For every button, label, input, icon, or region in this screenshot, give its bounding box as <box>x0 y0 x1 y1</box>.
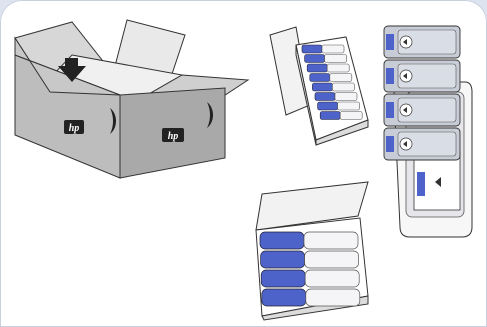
shipping-box-illustration: hp hp <box>10 10 250 180</box>
cartridge-wide-1 <box>260 232 358 249</box>
printhead-tray <box>380 22 475 242</box>
cartridge-tall-8 <box>320 112 362 120</box>
tray-cartridge-4 <box>384 128 460 160</box>
cartridge-tall-1 <box>302 45 344 53</box>
cartridge-tall-5 <box>312 83 354 91</box>
tray-cartridge-2 <box>384 60 460 92</box>
cartridge-tall-7 <box>318 102 360 110</box>
cartridge-wide-4 <box>262 289 360 306</box>
printhead-box-tall <box>268 25 373 145</box>
hp-logo-left-text: hp <box>69 123 80 134</box>
hp-logo-right: hp <box>162 128 184 142</box>
tray-cartridge-1 <box>384 26 460 58</box>
tray-cartridge-3 <box>384 94 460 126</box>
cartridge-tall-6 <box>315 93 357 101</box>
cartridge-tall-2 <box>305 55 347 63</box>
hp-logo-left: hp <box>64 120 84 134</box>
cartridge-tall-3 <box>307 64 349 72</box>
printhead-box-wide <box>250 180 375 320</box>
hp-logo-right-text: hp <box>168 131 179 142</box>
cartridge-tall-4 <box>310 74 352 82</box>
cartridge-wide-2 <box>261 251 359 268</box>
cartridge-wide-3 <box>261 270 359 287</box>
